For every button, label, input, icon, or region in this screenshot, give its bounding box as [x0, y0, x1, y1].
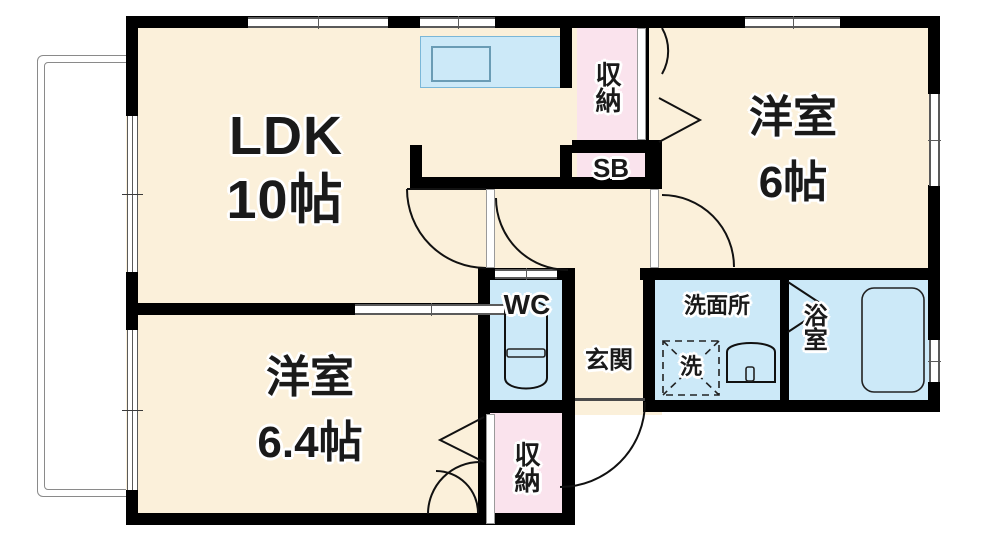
- wall-sb-bottom: [572, 177, 662, 189]
- window-bedroom-b-top: [355, 303, 507, 316]
- wall-wc-bottom: [478, 400, 575, 413]
- yokushitsu-floor: [788, 280, 940, 400]
- window-ldk-top: [248, 16, 388, 29]
- wall-exterior-left-upper: [126, 16, 138, 116]
- wall-genkan-washroom-divider: [643, 280, 655, 412]
- room-washitsu-a-floor: [650, 27, 940, 270]
- wall-bedroom-a-left: [650, 140, 662, 189]
- wall-genkan-bottom: [575, 398, 645, 401]
- senmenjo-floor: [655, 280, 780, 400]
- window-bedroom-a-top: [745, 16, 840, 29]
- balcony-slider-bedroom-b[interactable]: [122, 330, 143, 490]
- closet-bottom: [490, 413, 562, 525]
- wall-exterior-bottom-left: [126, 513, 562, 525]
- window-wc-top: [495, 268, 557, 280]
- doorjamb-closet-top-left: [637, 28, 646, 140]
- wall-wc-left: [478, 268, 490, 413]
- window-bedroom-a-right: [928, 94, 941, 186]
- wall-exterior-left-mid: [126, 272, 138, 330]
- room-washitsu-b-floor: [126, 315, 486, 525]
- balcony-slider-ldk[interactable]: [122, 116, 143, 272]
- window-bathroom-right: [928, 340, 941, 382]
- wall-exterior-bottom-bath: [655, 400, 940, 412]
- wc-floor: [490, 280, 562, 400]
- doorjamb-hall-vertical: [486, 189, 495, 268]
- window-kitchen-top: [420, 16, 495, 29]
- wall-ldk-nook-horizontal: [410, 177, 572, 189]
- wall-bedroom-a-bottom: [640, 268, 940, 280]
- doorjamb-closet-bottom-left: [486, 414, 495, 524]
- balcony-inner-outline: [44, 62, 130, 490]
- closet-top: [577, 27, 637, 140]
- wall-exterior-right-upper: [928, 16, 940, 94]
- wall-exterior-right-mid: [928, 185, 940, 340]
- doorjamb-bedroom-a-left: [650, 189, 659, 268]
- wall-bath-washroom-divider: [780, 280, 789, 400]
- sink-basin: [431, 46, 491, 82]
- wall-closet-top-bottom: [572, 140, 649, 153]
- wall-wc-right: [562, 268, 575, 525]
- genkan-floor: [562, 280, 655, 400]
- wall-ldk-right-upper: [560, 16, 572, 88]
